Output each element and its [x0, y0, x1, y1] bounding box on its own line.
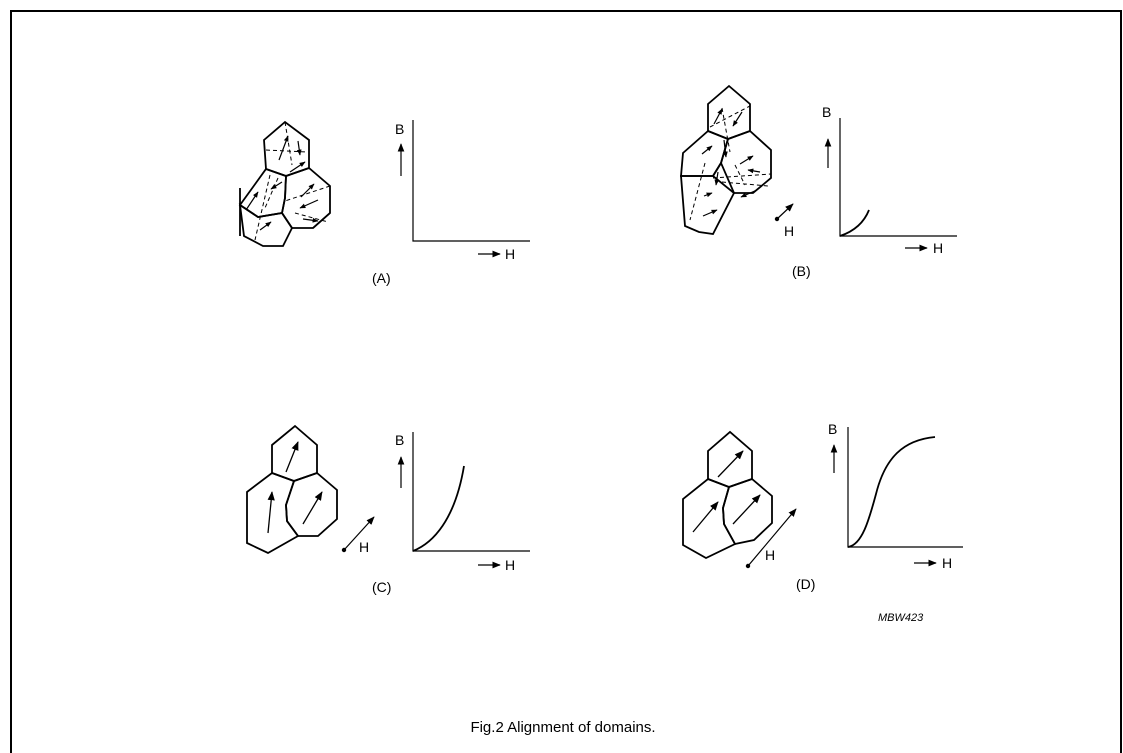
panel-d-h-label: H [942, 555, 952, 571]
panel-d: H B H (D) [682, 421, 963, 592]
panel-b: H B H (B) [680, 84, 957, 279]
panel-a-domain-walls [254, 121, 331, 241]
panel-b-domains [680, 84, 772, 235]
panel-d-curve [847, 436, 936, 548]
panel-a-h-label: H [505, 246, 515, 262]
panel-a-label: (A) [372, 270, 391, 286]
panel-c-magnetization-arrows [267, 441, 323, 534]
field-arrow-icon [776, 203, 794, 220]
panel-a-domains [238, 120, 331, 247]
panel-b-axes [839, 118, 957, 237]
panel-b-h-label: H [933, 240, 943, 256]
figure-caption: Fig.2 Alignment of domains. [470, 719, 656, 736]
panel-b-field-indicator: H [774, 203, 794, 239]
panel-a: B H (A) [238, 120, 530, 286]
panel-b-magnetization-arrows [701, 108, 761, 217]
panel-b-domain-walls [689, 105, 772, 221]
panel-d-label: (D) [796, 576, 815, 592]
panel-c-field-indicator: H [341, 516, 375, 555]
panel-b-b-label: B [822, 104, 831, 120]
panel-c-domains [246, 424, 338, 555]
panel-c-label: (C) [372, 579, 391, 595]
panel-c-h-label: H [505, 557, 515, 573]
panel-b-field-label: H [784, 223, 794, 239]
panel-c-b-label: B [395, 432, 404, 448]
panel-d-bh-graph: B H [828, 421, 963, 571]
panel-d-magnetization-arrows [692, 450, 761, 533]
panel-d-b-label: B [828, 421, 837, 437]
panel-a-b-label: B [395, 121, 404, 137]
field-arrow-icon [343, 516, 375, 551]
field-arrow-icon [747, 508, 797, 567]
panel-a-bh-graph: B H [395, 120, 530, 262]
panel-c-axes [412, 432, 530, 552]
panel-d-field-indicator: H [745, 508, 797, 569]
panel-b-bh-graph: B H [822, 104, 957, 256]
panel-c: H B H (C) [246, 424, 530, 595]
panel-c-curve [412, 465, 465, 552]
panel-c-bh-graph: B H [395, 432, 530, 573]
panel-b-label: (B) [792, 263, 811, 279]
panel-a-axes [412, 120, 530, 242]
figure-frame [10, 10, 1122, 753]
panel-b-curve [839, 209, 870, 237]
panel-d-field-label: H [765, 547, 775, 563]
figure-code: MBW423 [878, 612, 924, 624]
panel-a-magnetization-arrows [245, 135, 319, 231]
panel-c-field-label: H [359, 539, 369, 555]
panel-d-domains [682, 430, 773, 560]
